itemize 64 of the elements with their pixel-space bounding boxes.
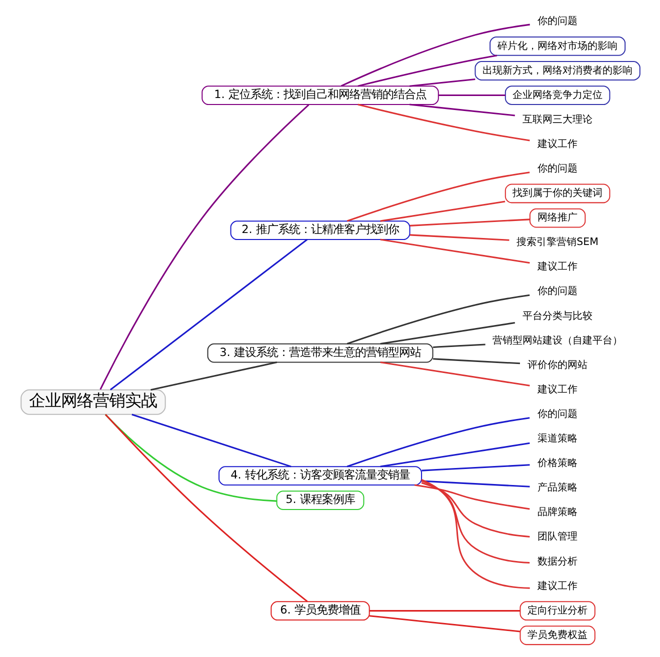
connector	[357, 104, 530, 142]
connector	[131, 414, 291, 468]
node-text: 团队管理	[537, 532, 578, 543]
node-box: 网络推广	[528, 208, 586, 228]
node-text: 品牌策略	[537, 507, 578, 518]
node-text: 建议工作	[537, 384, 578, 396]
node-text: 建议工作	[537, 580, 578, 592]
connector	[346, 417, 530, 468]
connector	[421, 480, 530, 488]
node-text: 产品策略	[537, 482, 578, 494]
connector	[409, 234, 509, 241]
connector	[438, 94, 505, 96]
node-box: 企业网络营销实战	[20, 389, 166, 415]
connector	[409, 218, 530, 226]
connector	[380, 200, 505, 222]
node-box: 学员免费权益	[519, 626, 595, 646]
node-text: 你的问题	[537, 286, 578, 298]
connector	[420, 480, 530, 564]
node-box: 3. 建设系统：营造带来生意的营销型网站	[206, 343, 433, 363]
node-text: 渠道策略	[537, 434, 578, 445]
node-text: 建议工作	[537, 262, 578, 273]
node-text: 互联网三大理论	[522, 114, 592, 126]
connector	[432, 358, 520, 364]
node-text: 平台分类与比较	[522, 310, 592, 322]
node-text: 评价你的网站	[527, 360, 588, 371]
node-text: 你的问题	[537, 408, 578, 420]
node-box: 找到属于你的关键词	[504, 184, 610, 204]
node-text: 搜索引擎营销SEM	[516, 237, 598, 248]
node-box: 6. 学员免费增值	[270, 601, 370, 621]
node-box: 碎片化，网络对市场的影响	[489, 36, 626, 56]
connector	[414, 484, 530, 510]
connector	[346, 172, 530, 222]
node-box: 定向行业分析	[519, 601, 595, 621]
connector	[104, 414, 308, 602]
node-box: 5. 课程案例库	[276, 490, 364, 510]
node-text: 建议工作	[537, 138, 578, 150]
node-box: 4. 转化系统：访客变顾客流量变销量	[218, 466, 422, 486]
node-text: 数据分析	[537, 556, 578, 568]
connector	[421, 464, 530, 472]
node-box: 2. 推广系统：让精准客户找到你	[230, 220, 410, 240]
connector	[357, 54, 497, 87]
node-box: 出现新方式，网络对消费者的影响	[474, 61, 640, 80]
connector	[368, 615, 520, 632]
node-box: 1. 定位系统：找到自己和网络营销的结合点	[201, 86, 438, 106]
connector	[432, 344, 485, 348]
node-text: 你的问题	[537, 163, 578, 174]
node-text: 你的问题	[537, 16, 578, 28]
node-text: 营销型网站建设（自建平台）	[492, 335, 622, 346]
node-text: 价格策略	[537, 458, 578, 470]
node-box: 企业网络竞争力定位	[504, 86, 610, 106]
connector	[420, 482, 530, 538]
connector	[380, 238, 530, 264]
connector	[380, 442, 530, 468]
connector	[109, 238, 308, 390]
connector	[408, 104, 514, 116]
connector	[380, 362, 530, 386]
connector	[150, 362, 277, 391]
connector	[420, 479, 530, 589]
connector	[340, 24, 530, 87]
connector	[368, 610, 520, 612]
connector	[346, 294, 530, 344]
connector	[408, 78, 475, 87]
connector	[380, 322, 514, 345]
connector	[99, 104, 309, 390]
